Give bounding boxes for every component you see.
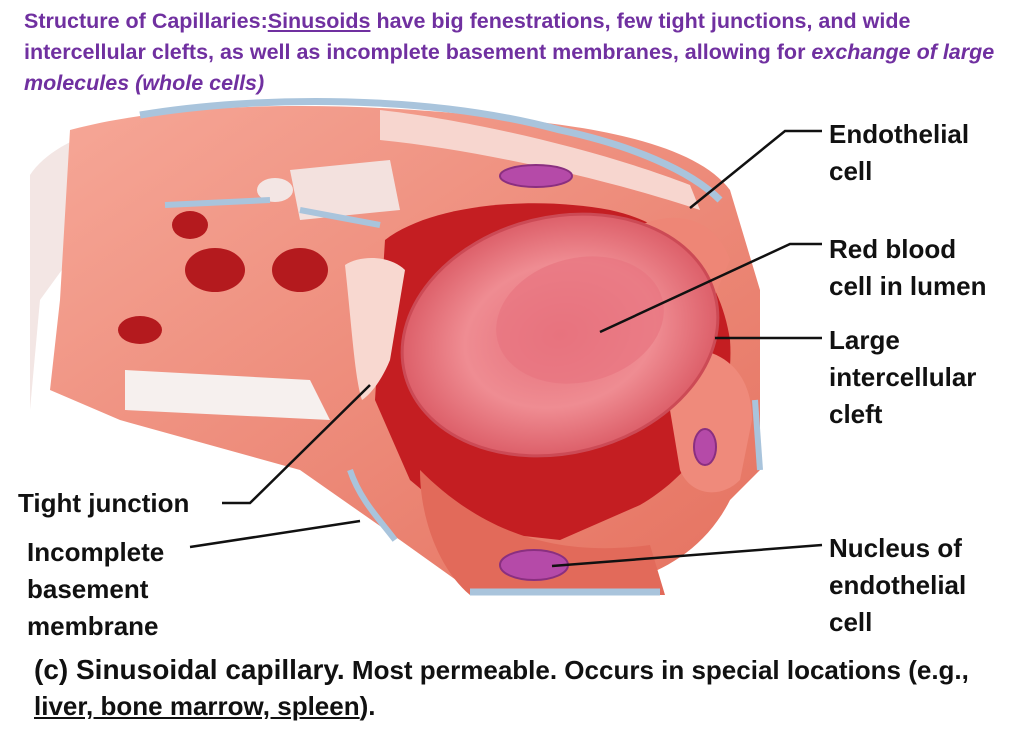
header-part2: have big fenestrations, few tight juncti… bbox=[24, 9, 911, 64]
label-nucleus-line3: cell bbox=[829, 607, 873, 637]
label-nucleus: Nucleus of endothelial cell bbox=[829, 530, 966, 641]
caption-text2: ). bbox=[359, 691, 376, 721]
caption-locations: liver, bone marrow, spleen bbox=[34, 691, 360, 721]
fenestration-4 bbox=[257, 178, 293, 202]
basement-membrane-left bbox=[164, 197, 271, 208]
lower-flap bbox=[420, 470, 665, 595]
sinusoids-term: Sinusoids bbox=[267, 9, 371, 33]
label-rbc-line2: cell in lumen bbox=[829, 271, 987, 301]
label-cleft-line3: cleft bbox=[829, 399, 883, 429]
leader-lines bbox=[189, 129, 823, 568]
label-nucleus-line2: endothelial bbox=[829, 570, 967, 600]
leader-rbc bbox=[599, 242, 822, 334]
label-cleft-line1: Large bbox=[829, 325, 900, 355]
leader-endothelial bbox=[689, 129, 822, 209]
label-endothelial-cell: Endothelial cell bbox=[829, 116, 969, 190]
label-nucleus-line1: Nucleus of bbox=[829, 533, 962, 563]
caption: (c) Sinusoidal capillary. Most permeable… bbox=[34, 652, 1014, 724]
label-red-blood-cell: Red blood cell in lumen bbox=[829, 231, 987, 305]
label-cleft-line2: intercellular bbox=[829, 362, 977, 392]
endothelial-plate-mid bbox=[290, 160, 400, 220]
label-bm-line1: Incomplete bbox=[27, 537, 165, 567]
fenestration-2 bbox=[185, 248, 245, 292]
caption-text1: Most permeable. Occurs in special locati… bbox=[344, 655, 969, 685]
nucleus-right bbox=[693, 428, 717, 466]
nucleus-top bbox=[499, 164, 573, 188]
tight-junction-flap bbox=[345, 258, 405, 400]
fenestration-3 bbox=[272, 248, 328, 292]
fenestration-6 bbox=[125, 370, 330, 420]
basement-membrane-curve bbox=[347, 469, 398, 542]
rbc-center bbox=[496, 256, 664, 384]
label-bm-line2: basement bbox=[27, 574, 149, 604]
header-italic: exchange of large molecules (whole cells… bbox=[24, 40, 995, 95]
label-bm-line3: membrane bbox=[27, 611, 159, 641]
label-rbc-line1: Red blood bbox=[829, 234, 957, 264]
leader-tight-junction bbox=[222, 384, 371, 505]
fenestration-1 bbox=[172, 211, 208, 239]
header-part1: Structure of Capillaries: bbox=[24, 9, 268, 33]
label-endothelial-line2: cell bbox=[829, 156, 873, 186]
endothelial-plate-top bbox=[380, 110, 700, 210]
fenestration-5 bbox=[118, 316, 162, 344]
label-large-cleft: Large intercellular cleft bbox=[829, 322, 976, 433]
label-tight-junction: Tight junction bbox=[18, 488, 190, 518]
basement-membrane-top bbox=[139, 97, 723, 203]
caption-title: (c) Sinusoidal capillary. bbox=[34, 654, 345, 685]
leader-basement bbox=[189, 519, 361, 549]
basement-membrane-left2 bbox=[299, 207, 381, 228]
label-endothelial-line1: Endothelial bbox=[829, 119, 970, 149]
label-incomplete-basement-membrane: Incomplete basement membrane bbox=[27, 534, 164, 645]
header-text: Structure of Capillaries:Sinusoids have … bbox=[24, 6, 1004, 99]
basement-membrane-right bbox=[752, 399, 763, 471]
leader-nucleus bbox=[551, 543, 823, 568]
